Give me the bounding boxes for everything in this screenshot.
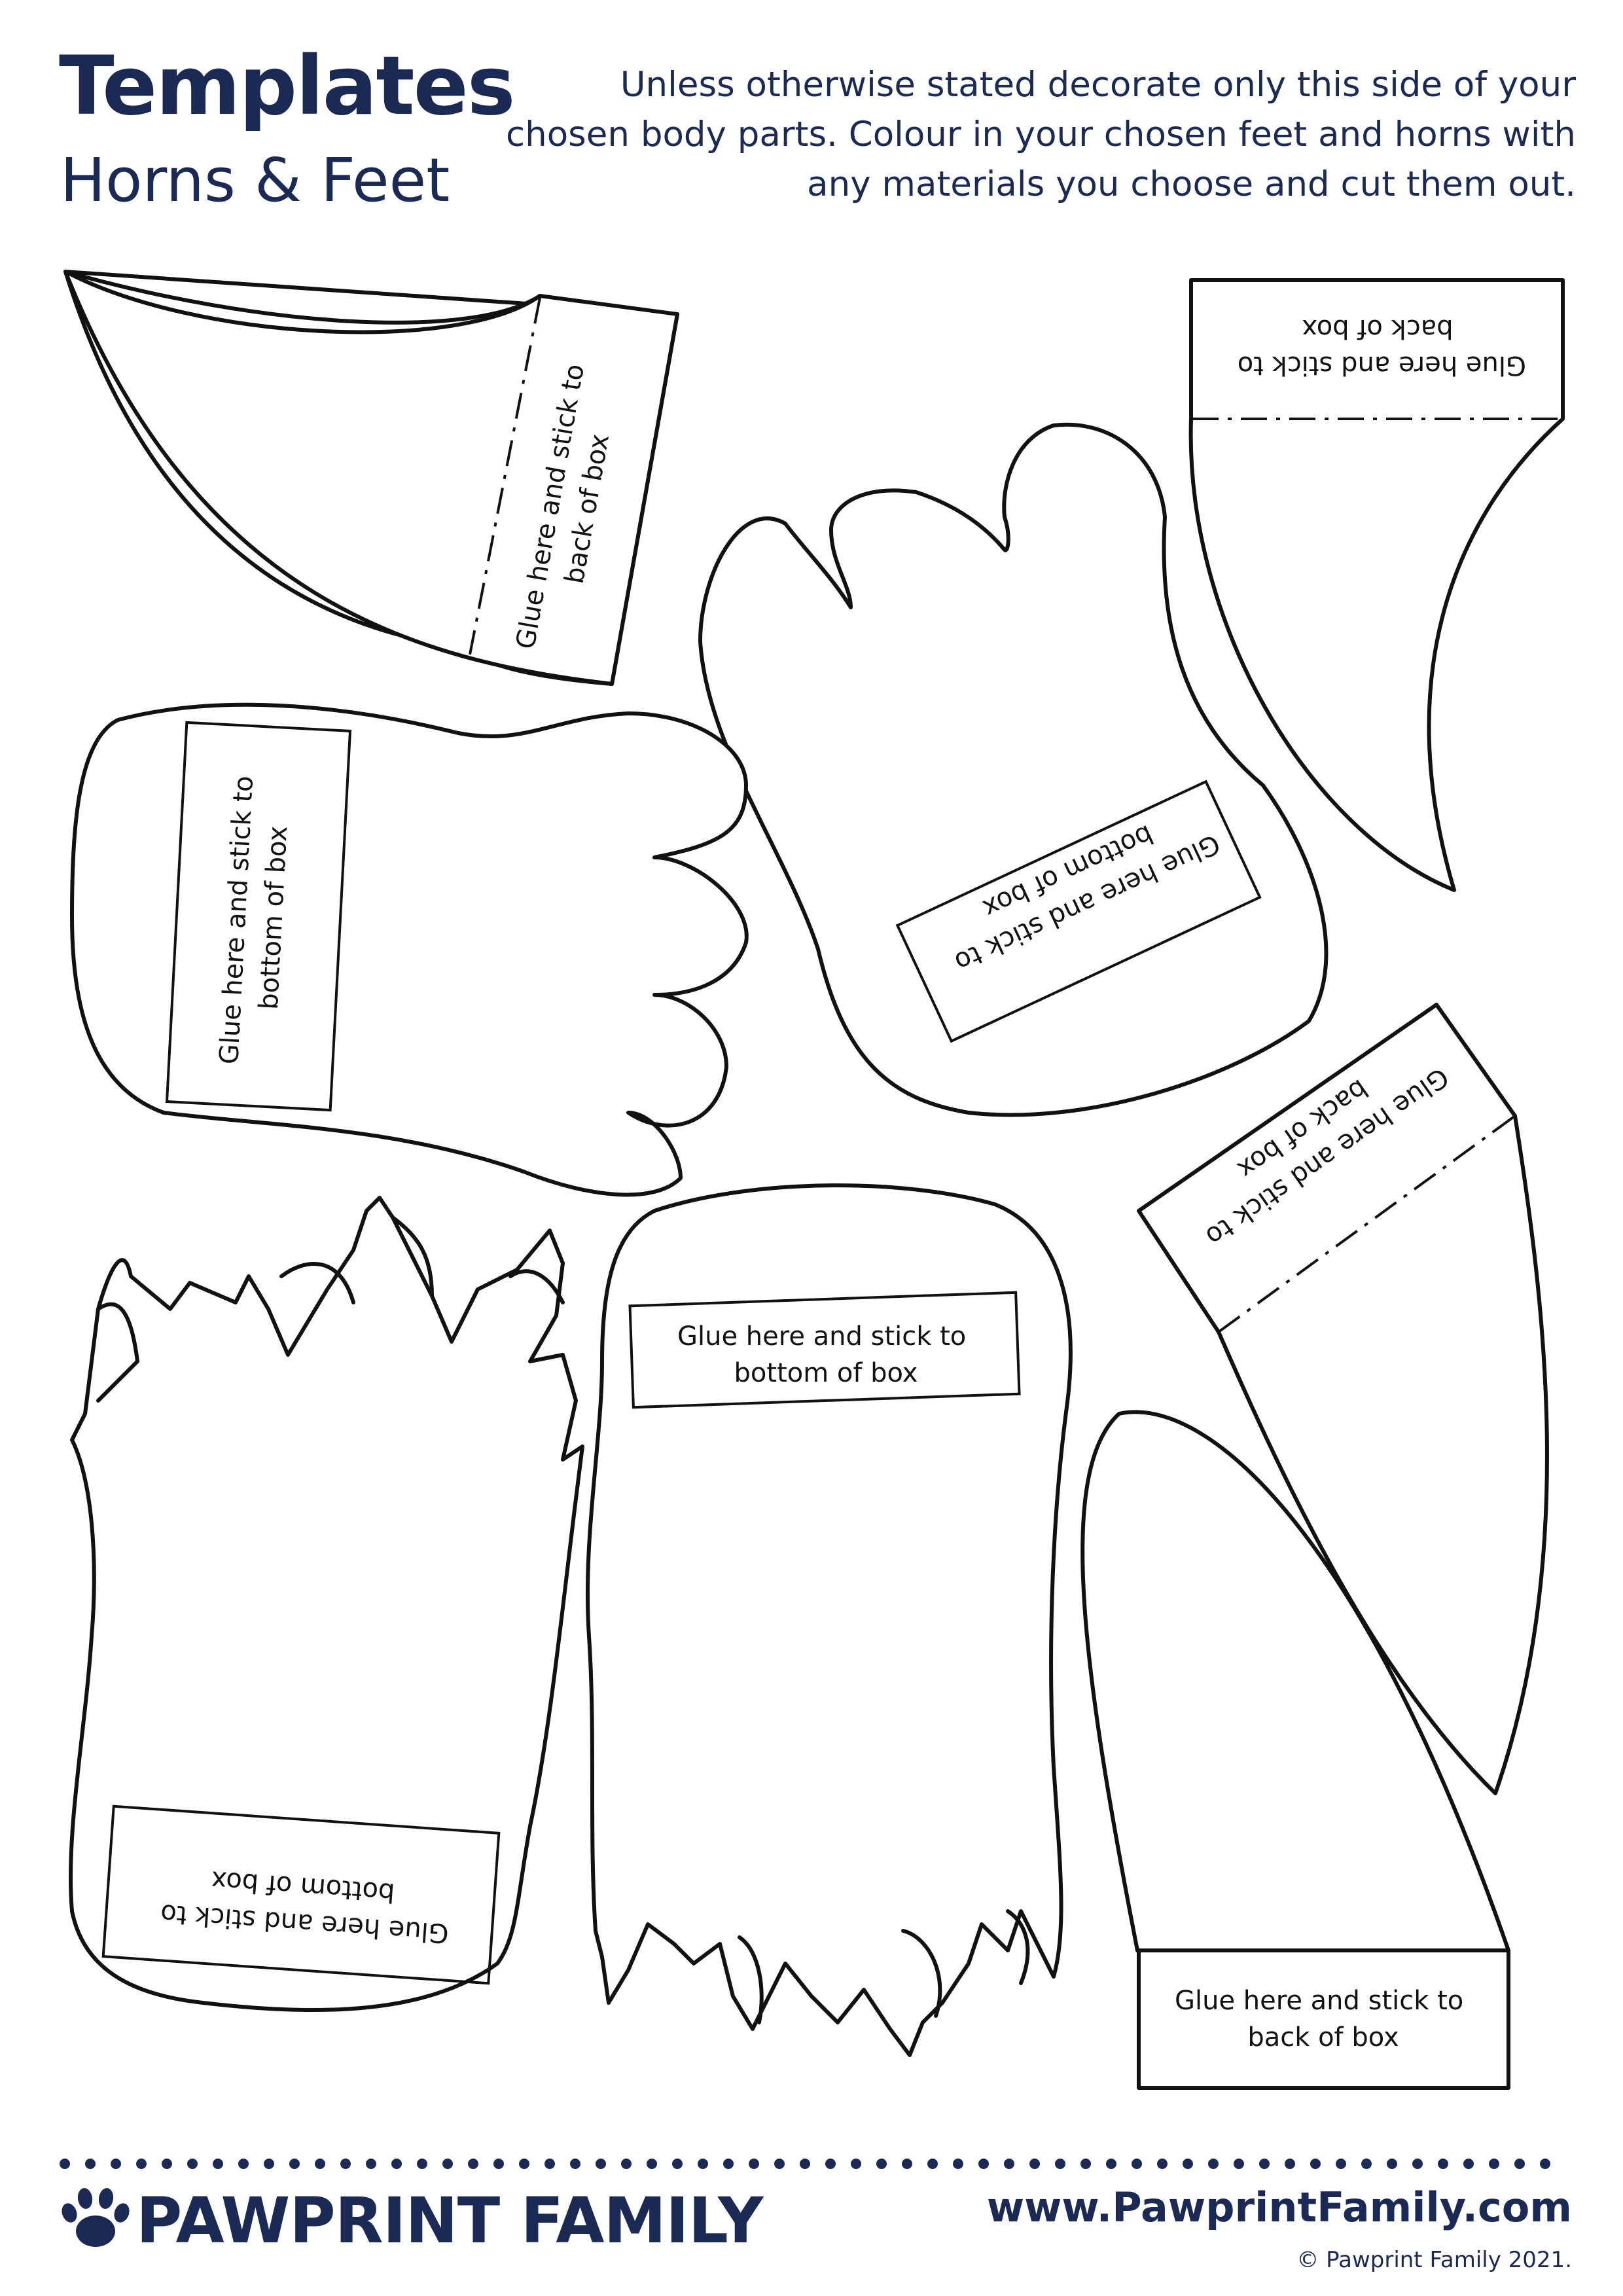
divider-dot [544, 2159, 555, 2169]
divider-dot [417, 2159, 427, 2169]
divider-dot [1029, 2159, 1040, 2169]
divider-dot [1540, 2159, 1550, 2169]
instructions-text: Unless otherwise stated decorate only th… [506, 65, 1576, 204]
svg-text:Glue here and stick to: Glue here and stick to bottom of box [677, 1321, 974, 1388]
horn-template-mid-right: Glue here and stick to back of box [1137, 1003, 1549, 1795]
divider-dot [1208, 2159, 1219, 2169]
divider-dot [1310, 2159, 1321, 2169]
divider-dot [1285, 2159, 1295, 2169]
divider-dot [1055, 2159, 1065, 2169]
divider-dot [1259, 2159, 1270, 2169]
svg-text:Glue here and stick to: Glue here and stick to back of box [1229, 314, 1526, 380]
horn-template-top-right: Glue here and stick to back of box [1188, 278, 1565, 892]
divider-dot [825, 2159, 836, 2169]
divider-dot [315, 2159, 325, 2169]
divider-dot [1387, 2159, 1397, 2169]
divider-dot [647, 2159, 657, 2169]
paw-template-upright: Glue here and stick to bottom of box [698, 422, 1329, 1117]
divider-dot [1463, 2159, 1474, 2169]
divider-dot [876, 2159, 887, 2169]
divider-dot [1489, 2159, 1499, 2169]
brand-name: PAWPRINT FAMILY [136, 2184, 764, 2257]
divider-dot [698, 2159, 708, 2169]
website-link[interactable]: www.PawprintFamily.com [986, 2183, 1572, 2231]
divider-dot [1004, 2159, 1014, 2169]
glue-label-line1: Glue here and stick to [1175, 1986, 1463, 2016]
divider-dot [1438, 2159, 1448, 2169]
glue-label-line2: back of box [1247, 2022, 1399, 2053]
page-subtitle: Horns & Feet [60, 145, 450, 215]
divider-dot [1412, 2159, 1423, 2169]
divider-dot [596, 2159, 606, 2169]
divider-dot [60, 2159, 70, 2169]
divider-dot [493, 2159, 504, 2169]
dotted-divider [60, 2159, 1550, 2169]
divider-dot [519, 2159, 529, 2169]
glue-label-line1: Glue here and stick to [677, 1321, 966, 1352]
divider-dot [391, 2159, 402, 2169]
divider-dot [1361, 2159, 1372, 2169]
glue-label-line2: bottom of box [734, 1358, 918, 1388]
divider-dot [927, 2159, 938, 2169]
divider-dot [1183, 2159, 1193, 2169]
divider-dot [85, 2159, 96, 2169]
divider-dot [672, 2159, 683, 2169]
horn-template-top-left: Glue here and stick to back of box [63, 270, 679, 686]
divider-dot [289, 2159, 300, 2169]
divider-dot [1336, 2159, 1346, 2169]
copyright-notice: © Pawprint Family 2021. [1296, 2247, 1572, 2273]
divider-dot [1514, 2159, 1525, 2169]
divider-dot [1234, 2159, 1244, 2169]
divider-dot [749, 2159, 759, 2169]
divider-dot [162, 2159, 172, 2169]
divider-dot [800, 2159, 810, 2169]
horn-template-bottom-right: Glue here and stick to back of box [1080, 1410, 1510, 2090]
svg-text:Glue here and stick to: Glue here and stick to back of box [1175, 1986, 1472, 2053]
claw-foot-template-center: Glue here and stick to bottom of box [585, 1183, 1073, 2057]
divider-dot [238, 2159, 249, 2169]
divider-dot [978, 2159, 989, 2169]
divider-dot [136, 2159, 147, 2169]
divider-dot [340, 2159, 351, 2169]
divider-dot [1106, 2159, 1116, 2169]
paw-print-icon [62, 2188, 130, 2247]
divider-dot [570, 2159, 580, 2169]
divider-dot [1080, 2159, 1091, 2169]
divider-dot [902, 2159, 912, 2169]
divider-dot [187, 2159, 198, 2169]
divider-dot [851, 2159, 861, 2169]
divider-dot [468, 2159, 478, 2169]
divider-dot [1157, 2159, 1168, 2169]
divider-dot [621, 2159, 632, 2169]
divider-dot [1132, 2159, 1142, 2169]
divider-dot [264, 2159, 274, 2169]
glue-label-line2: back of box [1302, 314, 1453, 344]
divider-dot [111, 2159, 121, 2169]
divider-dot [442, 2159, 453, 2169]
divider-dot [723, 2159, 734, 2169]
divider-dot [774, 2159, 785, 2169]
page-title: Templates [59, 39, 516, 134]
divider-dot [366, 2159, 376, 2169]
claw-foot-template-left: Glue here and stick to bottom of box [68, 1196, 584, 2013]
glue-label-line1: Glue here and stick to [1238, 350, 1526, 380]
paw-template-left: Glue here and stick to bottom of box [70, 702, 749, 1197]
divider-dot [213, 2159, 223, 2169]
divider-dot [953, 2159, 963, 2169]
